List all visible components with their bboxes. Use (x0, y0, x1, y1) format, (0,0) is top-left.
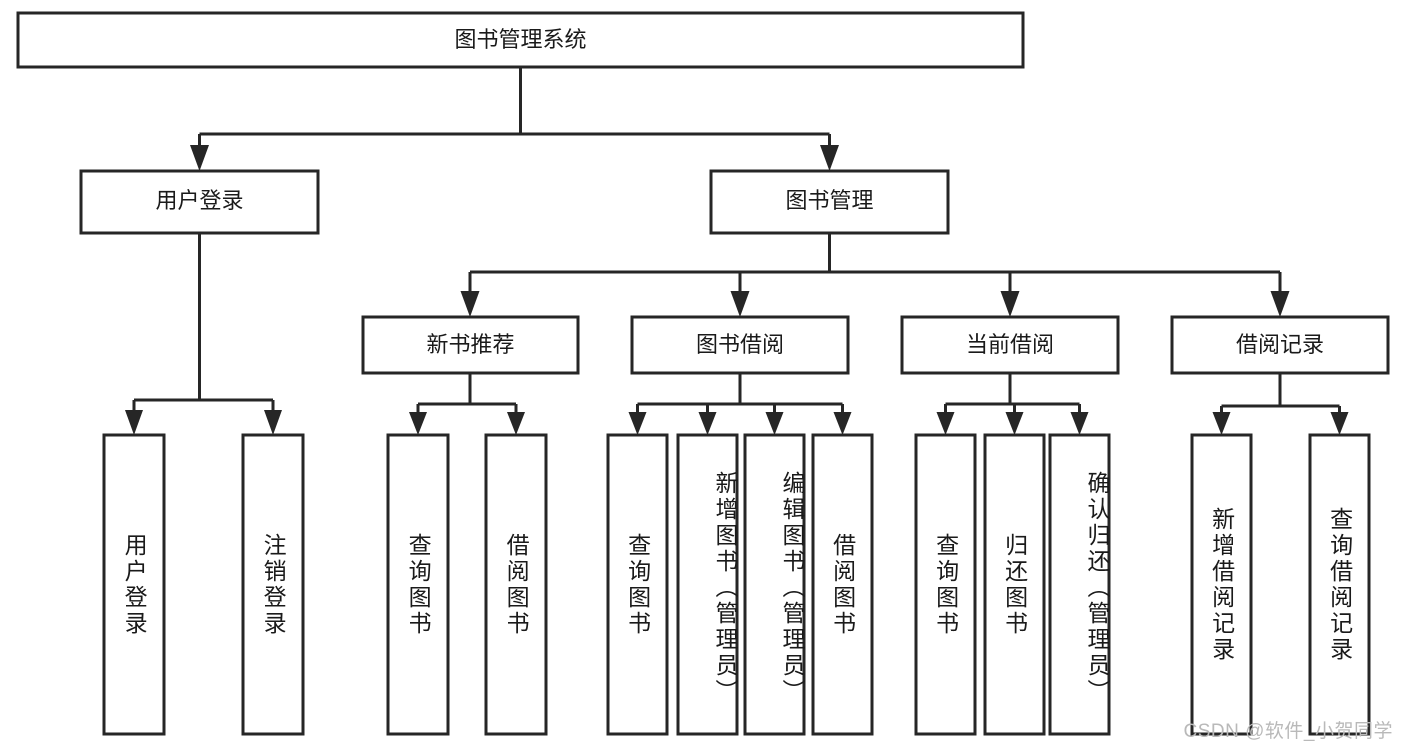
node-user-login[interactable]: 用户登录 (79, 169, 320, 235)
leaf-node-boxes (102, 433, 1371, 736)
leaf-borrow-book-1-box[interactable] (484, 433, 548, 736)
node-new-book-rec[interactable]: 新书推荐 (361, 315, 580, 375)
leaf-user-login-box[interactable] (102, 433, 166, 736)
arrowhead-leaf-query-record (1330, 412, 1349, 435)
node-book-borrow-box[interactable] (630, 315, 850, 375)
node-new-book-rec-box[interactable] (361, 315, 580, 375)
node-new-book-rec-label: 新书推荐 (426, 332, 514, 357)
leaf-borrow-book-2-box[interactable] (811, 433, 874, 736)
arrowhead-book-borrow (730, 291, 750, 317)
connector-group-book-manage-to-level3 (460, 233, 1290, 317)
connector-group-user-login-to-leaves (125, 233, 282, 435)
leaf-return-book-box[interactable] (983, 433, 1046, 736)
arrowhead-book-manage (820, 145, 839, 171)
node-borrow-record[interactable]: 借阅记录 (1170, 315, 1390, 375)
node-book-borrow-label: 图书借阅 (696, 332, 784, 357)
leaf-query-record-box[interactable] (1308, 433, 1371, 736)
arrowhead-user-login (190, 145, 209, 171)
arrowhead-leaf-query-book-1 (409, 412, 427, 435)
node-book-manage-box[interactable] (709, 169, 950, 235)
arrowhead-current-borrow (1000, 291, 1020, 317)
leaf-edit-book-box[interactable] (743, 433, 806, 736)
leaf-confirm-return-box[interactable] (1048, 433, 1111, 736)
node-current-borrow[interactable]: 当前借阅 (900, 315, 1120, 375)
arrowhead-leaf-add-record (1212, 412, 1231, 435)
node-root[interactable]: 图书管理系统 (16, 11, 1025, 69)
connector-group-book-borrow-to-leaves (628, 373, 852, 435)
arrowhead-leaf-query-book-3 (936, 412, 955, 435)
node-root-label: 图书管理系统 (454, 27, 586, 52)
arrowhead-leaf-logout (264, 410, 282, 435)
connector-group-borrow-record-to-leaves (1212, 373, 1349, 435)
arrowhead-leaf-user-login (125, 410, 143, 435)
node-user-login-box[interactable] (79, 169, 320, 235)
leaf-logout-box[interactable] (241, 433, 305, 736)
leaf-add-book-box[interactable] (676, 433, 739, 736)
arrowhead-new-book-rec (460, 291, 480, 317)
node-current-borrow-label: 当前借阅 (966, 332, 1054, 357)
connector-group-current-borrow-to-leaves (936, 373, 1089, 435)
node-book-manage[interactable]: 图书管理 (709, 169, 950, 235)
arrowhead-leaf-confirm-return (1070, 412, 1089, 435)
node-borrow-record-box[interactable] (1170, 315, 1390, 375)
connector-group-root-to-level2 (190, 67, 839, 171)
arrowhead-leaf-query-book-2 (628, 412, 647, 435)
leaf-query-book-2-box[interactable] (606, 433, 669, 736)
arrowhead-borrow-record (1270, 291, 1290, 317)
arrowhead-leaf-add-book (698, 412, 717, 435)
node-root-box[interactable] (16, 11, 1025, 69)
leaf-query-book-1-box[interactable] (386, 433, 450, 736)
arrowhead-leaf-return-book (1005, 412, 1024, 435)
node-current-borrow-box[interactable] (900, 315, 1120, 375)
node-borrow-record-label: 借阅记录 (1236, 332, 1324, 357)
leaf-query-book-3-box[interactable] (914, 433, 977, 736)
arrowhead-leaf-borrow-book-1 (507, 412, 525, 435)
leaf-add-record-box[interactable] (1190, 433, 1253, 736)
node-book-borrow[interactable]: 图书借阅 (630, 315, 850, 375)
arrowhead-leaf-edit-book (765, 412, 784, 435)
node-book-manage-label: 图书管理 (785, 188, 873, 213)
node-user-login-label: 用户登录 (155, 188, 243, 213)
arrowhead-leaf-borrow-book-2 (833, 412, 852, 435)
connector-group-new-book-rec-to-leaves (409, 373, 525, 435)
